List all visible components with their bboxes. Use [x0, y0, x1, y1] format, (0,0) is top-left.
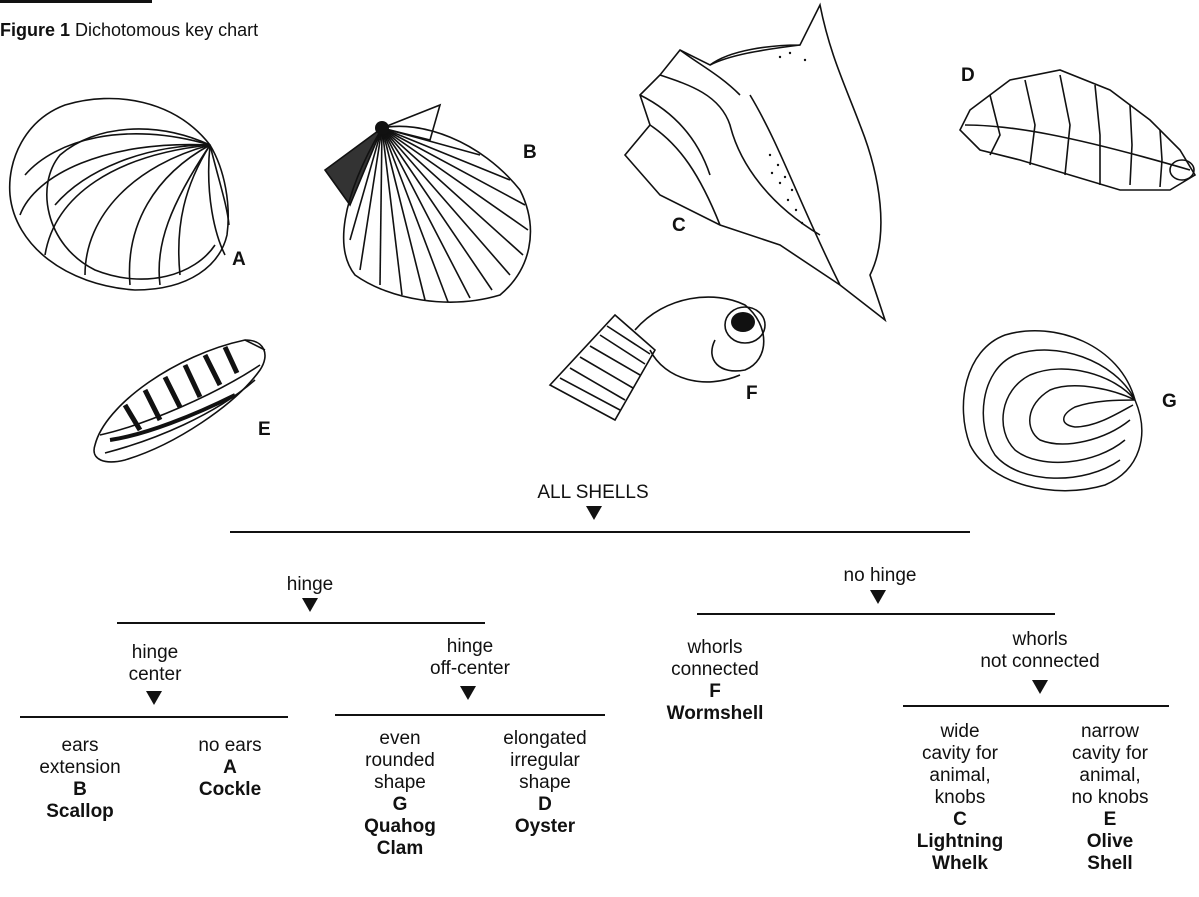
figure-title: Figure 1 Dichotomous key chart	[0, 20, 258, 41]
narrow-shell-name-2: Shell	[1050, 853, 1170, 875]
root-arrow	[586, 506, 602, 520]
ears-shell-name: Scallop	[20, 801, 140, 823]
hinge-off-center-line-2: off-center	[410, 658, 530, 680]
elongated-letter: D	[480, 794, 610, 816]
no-hinge-divider	[697, 613, 1055, 615]
shell-d-oyster-illustration	[950, 65, 1199, 200]
narrow-cavity-leaf: narrow cavity for animal, no knobs E Oli…	[1050, 721, 1170, 875]
hinge-center-arrow	[146, 691, 162, 705]
whorls-connected-leaf: whorls connected F Wormshell	[645, 637, 785, 725]
even-line-3: shape	[345, 772, 455, 794]
hinge-arrow	[302, 598, 318, 612]
no-ears-leaf: no ears A Cockle	[170, 735, 290, 801]
hinge-center-label: hinge center	[100, 642, 210, 686]
hinge-off-center-arrow	[460, 686, 476, 700]
elongated-leaf: elongated irregular shape D Oyster	[480, 728, 610, 838]
ears-line-1: ears	[20, 735, 140, 757]
even-letter: G	[345, 794, 455, 816]
wide-cavity-leaf: wide cavity for animal, knobs C Lightnin…	[900, 721, 1020, 875]
no-ears-shell-name: Cockle	[170, 779, 290, 801]
whorls-connected-shell-name: Wormshell	[645, 703, 785, 725]
figure-number: Figure 1	[0, 20, 70, 40]
whorls-not-connected-label: whorls not connected	[960, 629, 1120, 673]
no-ears-letter: A	[170, 757, 290, 779]
shell-g-quahog-illustration	[955, 315, 1155, 500]
even-line-2: rounded	[345, 750, 455, 772]
hinge-label-text: hinge	[250, 574, 370, 596]
even-line-1: even	[345, 728, 455, 750]
whorls-connected-line-1: whorls	[645, 637, 785, 659]
elongated-line-1: elongated	[480, 728, 610, 750]
shell-e-letter: E	[258, 420, 271, 439]
wide-letter: C	[900, 809, 1020, 831]
hinge-center-line-1: hinge	[100, 642, 210, 664]
shell-g-letter: G	[1162, 392, 1177, 411]
shell-b-letter: B	[523, 143, 537, 162]
shell-c-letter: C	[672, 216, 686, 235]
shell-f-letter: F	[746, 384, 758, 403]
whorls-not-connected-line-1: whorls	[960, 629, 1120, 651]
elongated-line-2: irregular	[480, 750, 610, 772]
hinge-off-center-line-1: hinge	[410, 636, 530, 658]
wide-shell-name-1: Lightning	[900, 831, 1020, 853]
narrow-line-1: narrow	[1050, 721, 1170, 743]
shell-c-whelk-illustration	[620, 5, 920, 325]
shell-f-wormshell-illustration	[545, 290, 775, 425]
figure-caption: Dichotomous key chart	[75, 20, 258, 40]
even-rounded-leaf: even rounded shape G Quahog Clam	[345, 728, 455, 860]
hinge-off-center-divider	[335, 714, 605, 716]
no-hinge-label-text: no hinge	[810, 565, 950, 587]
wide-shell-name-2: Whelk	[900, 853, 1020, 875]
narrow-shell-name-1: Olive	[1050, 831, 1170, 853]
hinge-off-center-label: hinge off-center	[410, 636, 530, 680]
shell-d-letter: D	[961, 66, 975, 85]
narrow-line-3: animal,	[1050, 765, 1170, 787]
narrow-line-4: no knobs	[1050, 787, 1170, 809]
hinge-center-line-2: center	[100, 664, 210, 686]
even-shell-name-1: Quahog	[345, 816, 455, 838]
wide-line-1: wide	[900, 721, 1020, 743]
whorls-not-connected-arrow	[1032, 680, 1048, 694]
root-divider	[230, 531, 970, 533]
root-label-text: ALL SHELLS	[493, 482, 693, 504]
hinge-label: hinge	[250, 574, 370, 596]
even-shell-name-2: Clam	[345, 838, 455, 860]
no-hinge-arrow	[870, 590, 886, 604]
no-ears-line-1: no ears	[170, 735, 290, 757]
whorls-connected-line-2: connected	[645, 659, 785, 681]
no-hinge-label: no hinge	[810, 565, 950, 587]
shell-a-letter: A	[232, 250, 246, 269]
top-rule	[0, 0, 152, 3]
wide-line-2: cavity for	[900, 743, 1020, 765]
wide-line-3: animal,	[900, 765, 1020, 787]
root-label: ALL SHELLS	[493, 482, 693, 504]
shell-e-olive-illustration	[85, 335, 275, 470]
hinge-divider	[117, 622, 485, 624]
elongated-line-3: shape	[480, 772, 610, 794]
ears-leaf: ears extension B Scallop	[20, 735, 140, 823]
whorls-not-connected-line-2: not connected	[960, 651, 1120, 673]
hinge-center-divider	[20, 716, 288, 718]
narrow-line-2: cavity for	[1050, 743, 1170, 765]
narrow-letter: E	[1050, 809, 1170, 831]
whorls-connected-letter: F	[645, 681, 785, 703]
ears-letter: B	[20, 779, 140, 801]
shell-b-scallop-illustration	[320, 100, 545, 310]
whorls-not-connected-divider	[903, 705, 1169, 707]
ears-line-2: extension	[20, 757, 140, 779]
elongated-shell-name: Oyster	[480, 816, 610, 838]
wide-line-4: knobs	[900, 787, 1020, 809]
shell-a-cockle-illustration	[5, 85, 235, 295]
